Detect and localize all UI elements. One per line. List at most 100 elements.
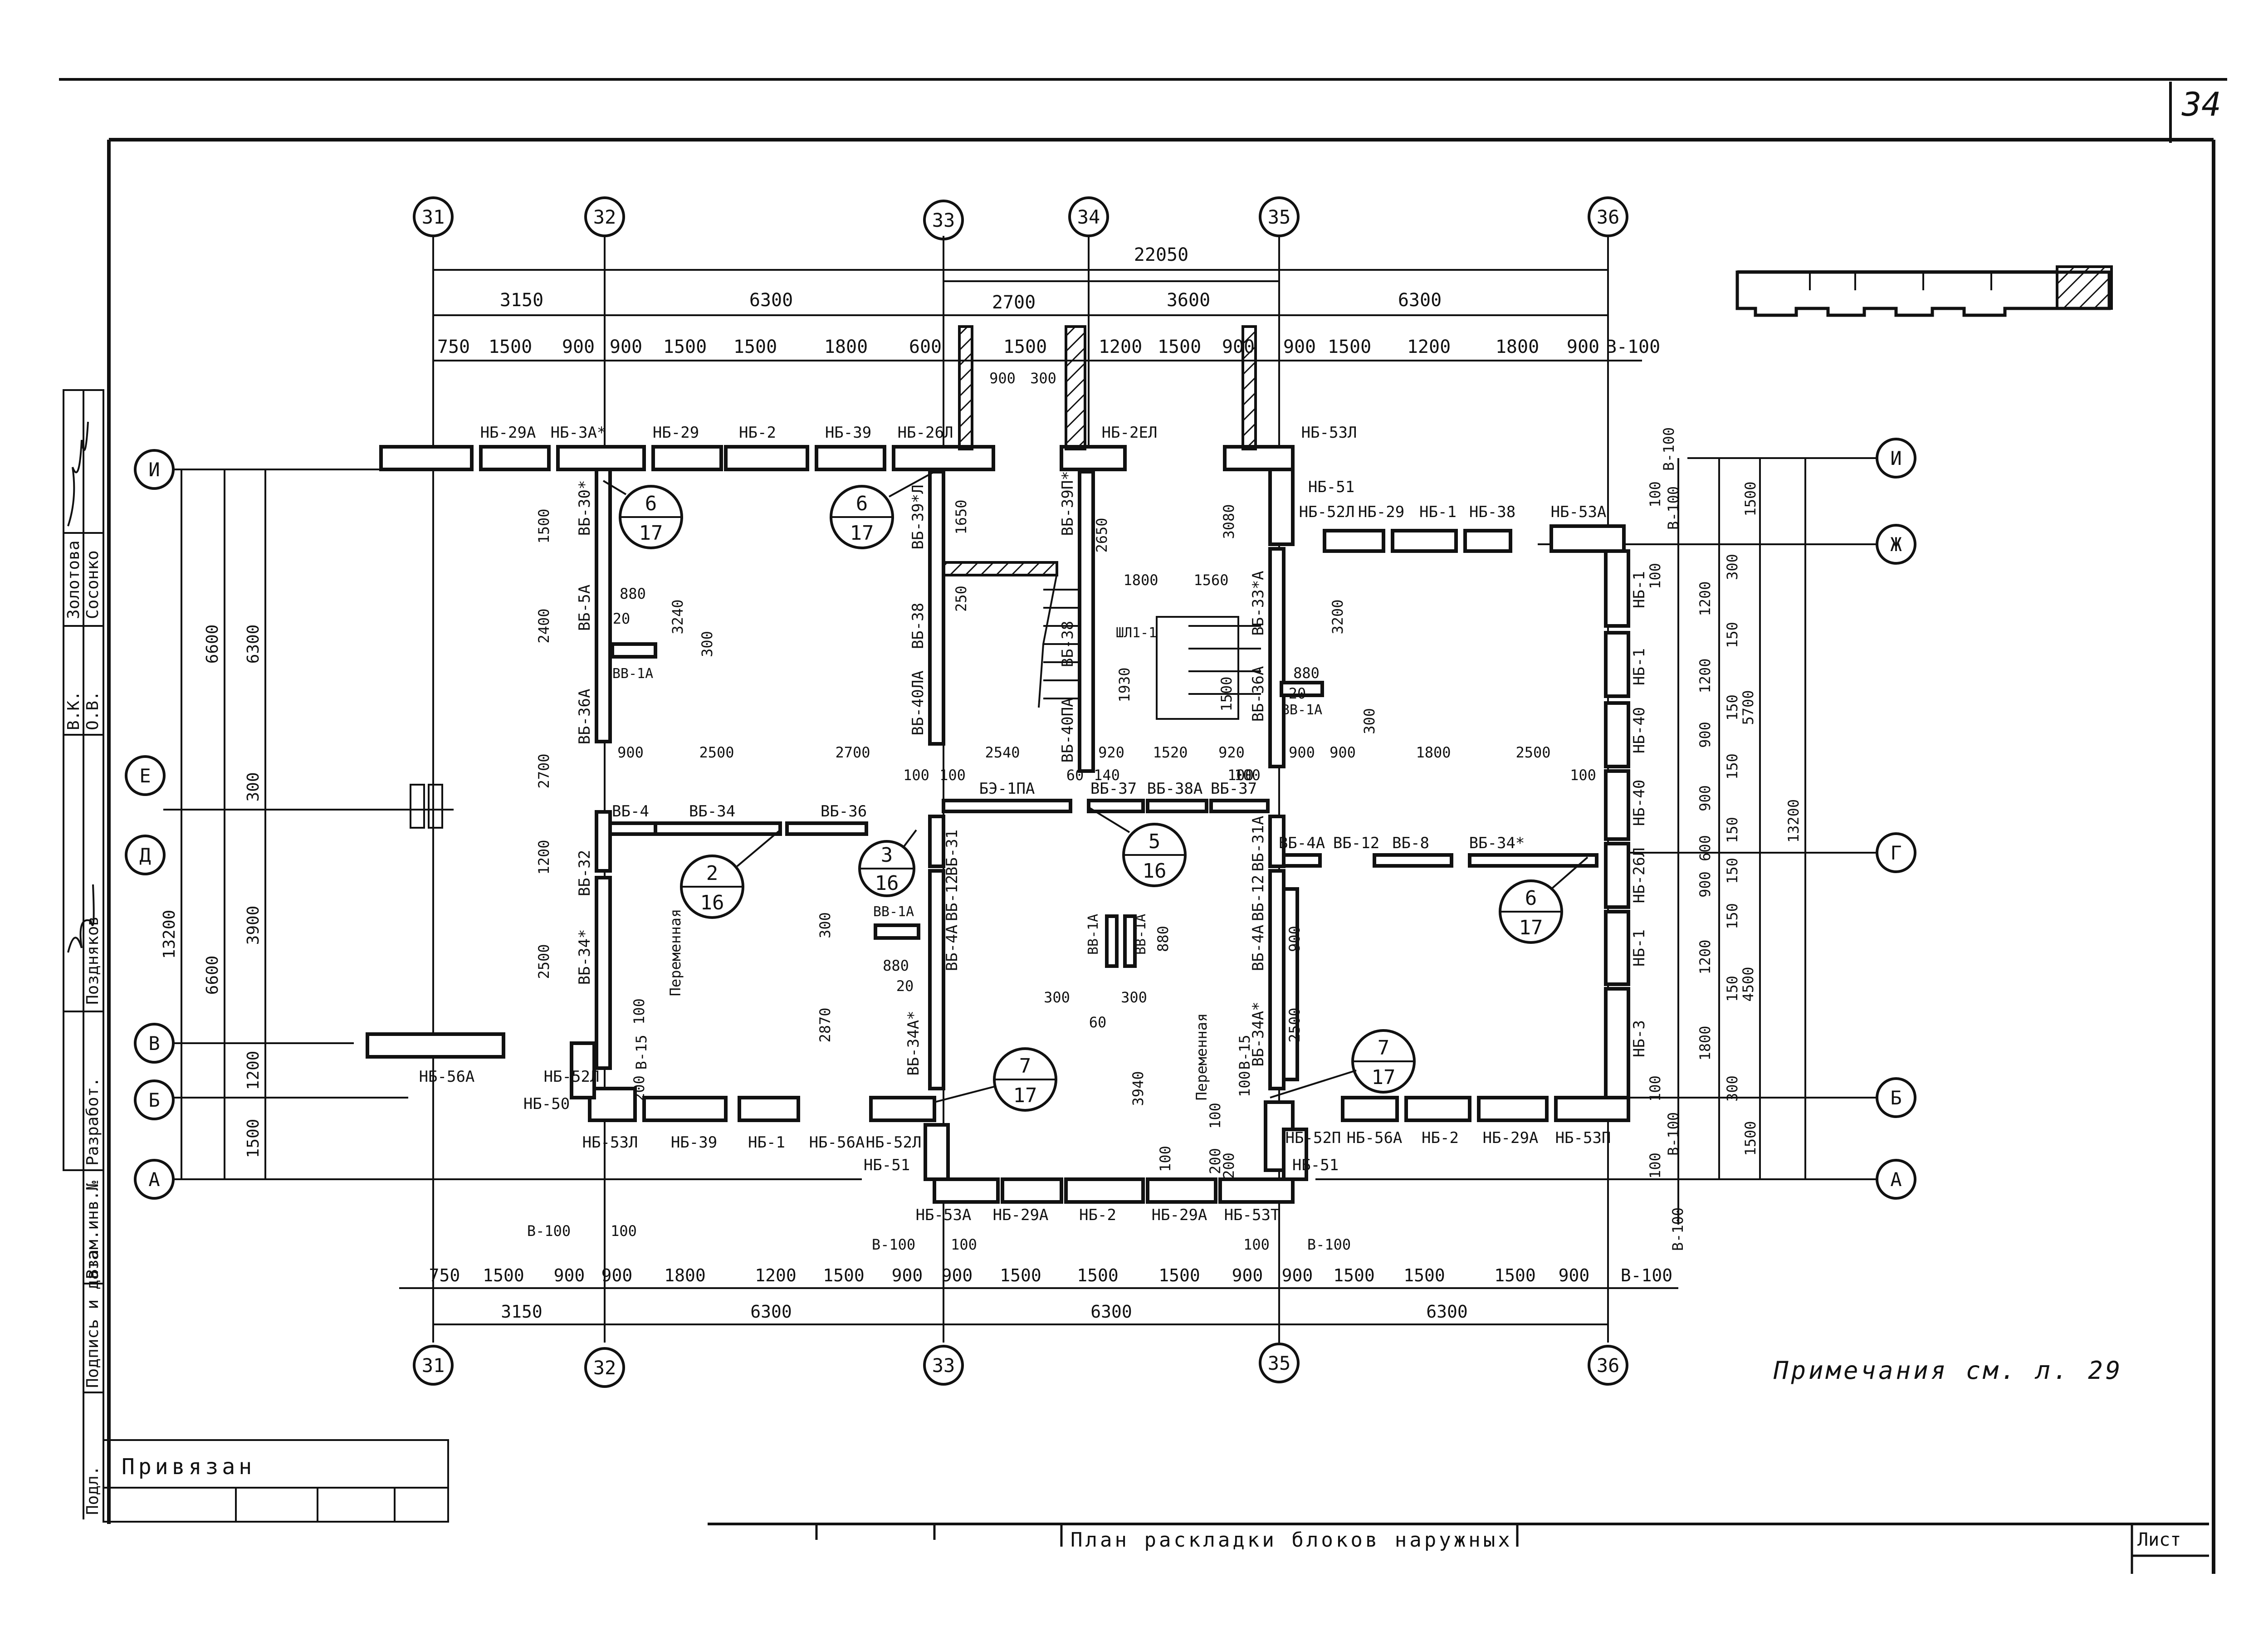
- block-bot-0: НБ-53Л: [582, 1133, 638, 1152]
- transom-1: В-15: [1236, 1035, 1253, 1070]
- axis-labels: 31 32 33 34 35 36 31 32 33 35 36 И Е Д В…: [139, 206, 1901, 1379]
- block-top-6: НБ-2ЕЛ: [1102, 424, 1158, 442]
- idim-22: 3080: [1220, 504, 1237, 539]
- iblock-19: ВБ-37: [1211, 780, 1257, 798]
- iblock-30: ВБ-8: [1392, 834, 1429, 852]
- idim-56: 100: [939, 767, 966, 784]
- idim-12: 1650: [953, 499, 970, 534]
- dim-top-l3-5: 1500: [733, 337, 777, 357]
- bdim-1: 1500: [483, 1265, 524, 1285]
- idim-29: 900: [1330, 744, 1356, 761]
- idim-28: 900: [1289, 744, 1315, 761]
- iblock-27: ВБ-34А*: [1249, 1001, 1267, 1066]
- block-left-2: НБ-50: [523, 1095, 570, 1113]
- block-rv-2: НБ-40: [1630, 707, 1648, 753]
- rdim-fine-9: 150: [1724, 817, 1741, 843]
- bdim-small-5: В-100: [1307, 1236, 1351, 1253]
- callout-3-bottom: 16: [700, 891, 724, 914]
- idim-24: 880: [1293, 664, 1320, 682]
- rdim-fine-1: 300: [1724, 554, 1741, 580]
- sblock-2: ВВ-1А: [873, 904, 914, 920]
- axis-label-B-right: Б: [1890, 1087, 1901, 1109]
- block-left-1: НБ-52Л: [544, 1068, 600, 1086]
- rdim-fine-7: 150: [1724, 753, 1741, 780]
- dim-top-l3-3: 900: [610, 337, 642, 357]
- callout-6-bottom: 17: [1013, 1084, 1037, 1107]
- privyazan-label: Привязан: [122, 1454, 255, 1480]
- dim-top-l2-2: 2700: [992, 292, 1036, 313]
- axis-label-I-left: И: [148, 459, 160, 481]
- axis-bubbles: [125, 196, 1916, 1388]
- idim-25: 20: [1289, 685, 1306, 702]
- block-bot-8: НБ-2: [1079, 1206, 1116, 1224]
- block-bot-16: НБ-51: [1292, 1156, 1339, 1174]
- block-bot-13: НБ-2: [1422, 1129, 1459, 1147]
- block-rv-0: НБ-1: [1630, 571, 1648, 608]
- block-rv-6: НБ-3: [1630, 1020, 1648, 1057]
- idim-52: 100: [1157, 1146, 1174, 1172]
- block-bot-7: НБ-29А: [993, 1206, 1049, 1224]
- bottom-dims: 750 1500 900 900 1800 1200 1500 900 900 …: [429, 1222, 1673, 1322]
- left-dim-lines: [181, 469, 266, 1179]
- block-bot-2: НБ-1: [748, 1133, 785, 1152]
- iblock-11: ВБ-4: [612, 802, 649, 820]
- idim-51: 200: [1207, 1148, 1224, 1174]
- axis-label-A-left: А: [148, 1168, 160, 1191]
- idim-17: 1560: [1193, 571, 1228, 589]
- idim-33: 100: [903, 767, 929, 784]
- block-bot-6: НБ-53А: [916, 1206, 972, 1224]
- axis-label-G-right: Г: [1890, 842, 1901, 864]
- stamp-name-3: Сосонко: [83, 550, 102, 619]
- idim-49: 100: [631, 998, 648, 1025]
- idim-42: 300: [1044, 989, 1070, 1006]
- idim-11: 2700: [835, 744, 870, 761]
- rdim-fine-14: 1200: [1696, 939, 1714, 974]
- iblock-1: ВБ-5А: [576, 585, 594, 631]
- stamp-role-1-name: Поздняков: [83, 916, 102, 1005]
- axis-label-33-bottom: 33: [932, 1354, 955, 1377]
- axis-label-31-bottom: 31: [422, 1354, 445, 1377]
- rdim-fine-12: 900: [1696, 871, 1714, 898]
- block-bot-15: НБ-53П: [1555, 1129, 1611, 1147]
- idim-44: 60: [1089, 1014, 1107, 1031]
- iblock-8: ВБ-40ПА: [1059, 698, 1077, 762]
- stamp-role-1: Разработ.: [83, 1077, 102, 1166]
- block-rv-4: НБ-26Л: [1630, 848, 1648, 903]
- idim-38: 880: [883, 957, 909, 974]
- block-rt-2: НБ-29: [1358, 503, 1404, 521]
- rdim-fine-16: 1800: [1696, 1026, 1714, 1060]
- rdim-fine-18: 1500: [1742, 1121, 1759, 1156]
- callout-4-bottom: 16: [875, 872, 899, 895]
- idim-43: 300: [1121, 989, 1147, 1006]
- idim-19: 920: [1098, 744, 1124, 761]
- iblock-4: ВБ-38: [909, 603, 927, 649]
- dim-top-l2-4: 6300: [1398, 290, 1442, 311]
- idim-45: 3940: [1129, 1071, 1147, 1106]
- bdim-8: 900: [942, 1265, 973, 1285]
- iblock-23: ВБ-34А*: [904, 1011, 923, 1075]
- iblock-26: ВБ-4А: [1249, 925, 1267, 971]
- idim-10: 2500: [699, 744, 734, 761]
- stair: [1038, 573, 1261, 720]
- iblock-14: ВБ-32: [576, 850, 594, 896]
- bdim-15: 1500: [1403, 1265, 1445, 1285]
- idim-18: 1930: [1116, 667, 1133, 702]
- iblock-17: ВБ-37: [1090, 780, 1137, 798]
- bdim-l2-3: 6300: [1426, 1302, 1468, 1322]
- callout-3-top: 2: [706, 862, 719, 885]
- dim-top-l2-0: 3150: [500, 290, 543, 311]
- block-bot-9: НБ-29А: [1152, 1206, 1207, 1224]
- axis-label-32-top: 32: [593, 206, 616, 228]
- sblock-1: ВВ-1А: [1281, 702, 1322, 718]
- callout-4-top: 3: [881, 844, 893, 867]
- axis-label-V-left: В: [148, 1032, 160, 1055]
- idim-4: 2500: [535, 944, 552, 979]
- block-bot-10: НБ-53Т: [1224, 1206, 1280, 1224]
- axis-label-I-right: И: [1890, 447, 1901, 469]
- bdim-10: 1500: [1077, 1265, 1119, 1285]
- iblock-3: ВБ-39*Л: [909, 484, 927, 549]
- idim-55: 100: [1227, 767, 1254, 784]
- iblock-2: ВБ-36А: [576, 689, 594, 745]
- rdim-small-2: В-100: [1665, 486, 1682, 530]
- ldim-inner-2: 3900: [244, 906, 263, 945]
